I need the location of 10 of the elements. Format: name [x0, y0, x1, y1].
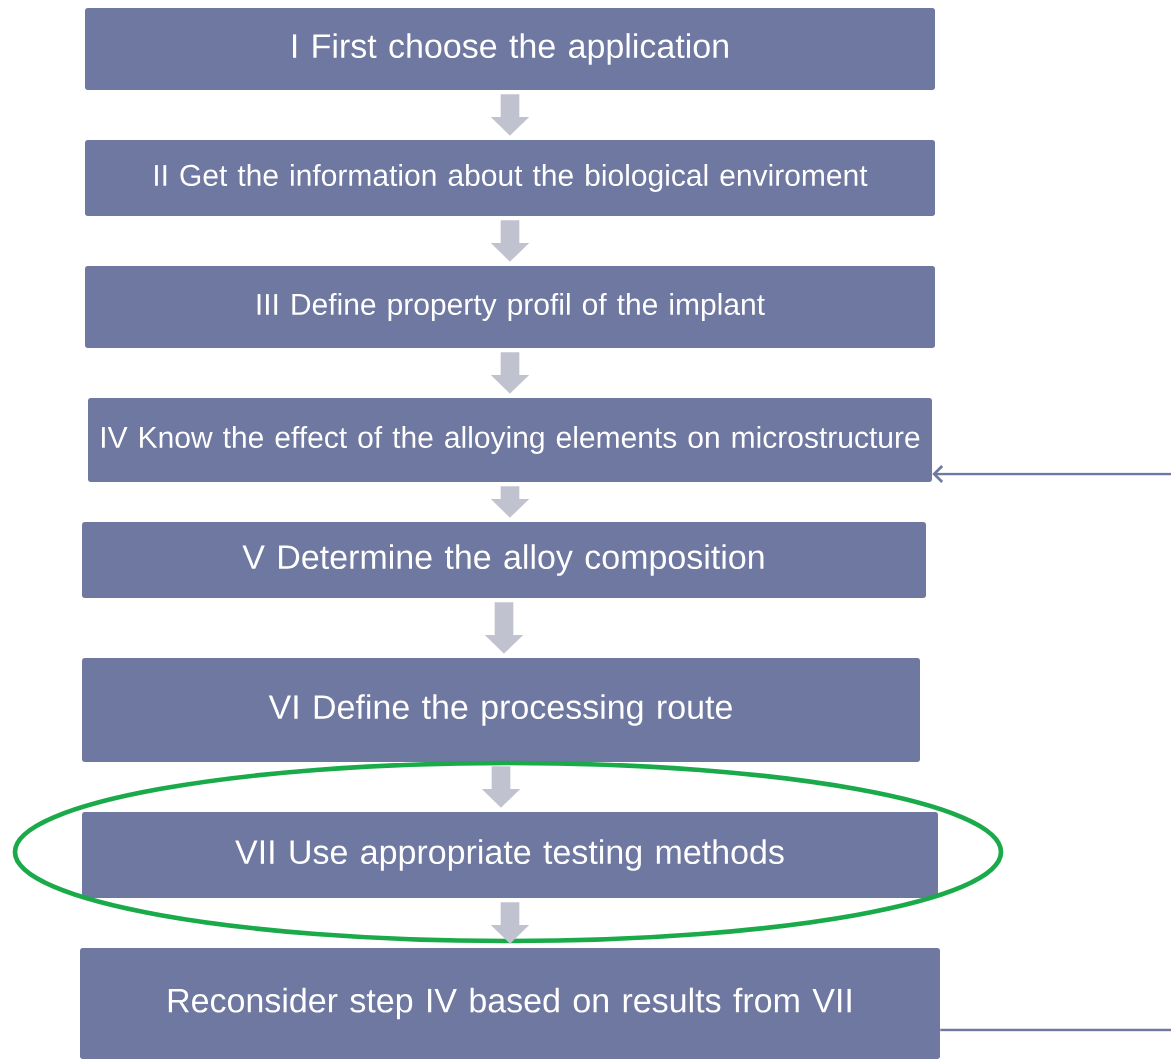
process-box: VI Define the processing route — [82, 658, 920, 762]
process-box: IV Know the effect of the alloying elements on microstructure — [88, 398, 932, 482]
process-box: III Define property profil of the implant — [85, 266, 935, 348]
feedback-arrow — [932, 465, 1171, 483]
process-box: V Determine the alloy composition — [82, 522, 926, 598]
feedback-line — [940, 1028, 1171, 1032]
process-box: VII Use appropriate testing methods — [82, 812, 938, 898]
process-box: II Get the information about the biological enviroment — [85, 140, 935, 216]
process-box: Reconsider step IV based on results from VII — [80, 948, 940, 1059]
process-box: I First choose the application — [85, 8, 935, 90]
